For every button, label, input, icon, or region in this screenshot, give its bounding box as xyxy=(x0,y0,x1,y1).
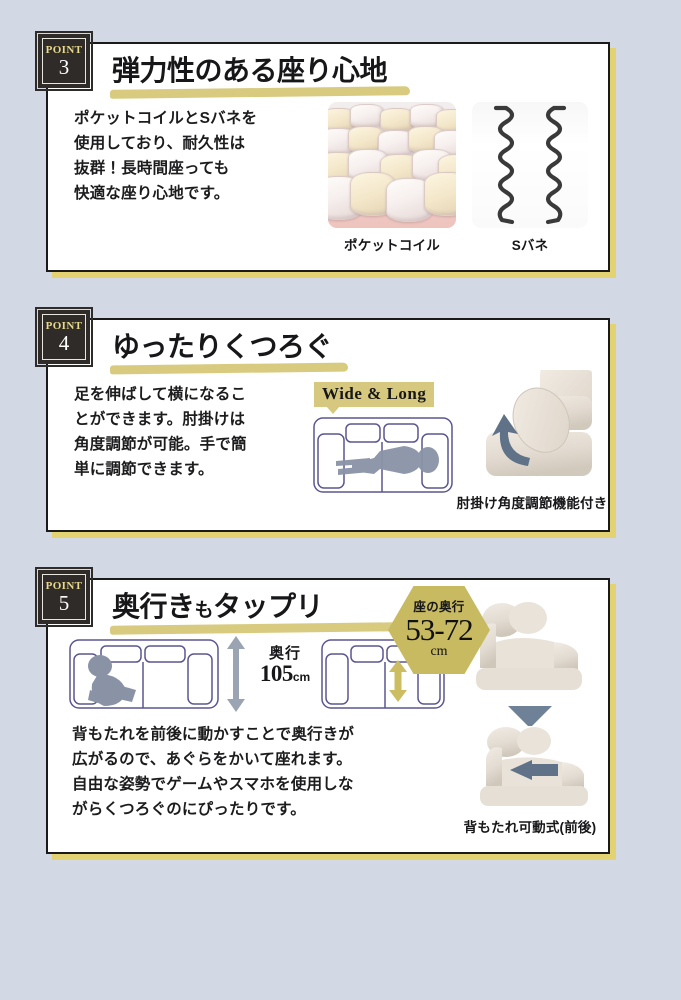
heading-underline-swash xyxy=(109,362,349,375)
s-spring-icon xyxy=(493,105,567,225)
heading-part-main: 奥行き xyxy=(112,591,195,622)
body-line: 角度調節が可能。手で簡 xyxy=(74,436,247,454)
hex-badge-title: 座の奥行 xyxy=(413,600,465,615)
wide-and-long-banner: Wide & Long xyxy=(314,382,435,414)
heading-part-tail: タップリ xyxy=(213,591,324,622)
point-heading-5: 奥行きもタップリ xyxy=(112,591,324,623)
body-line: 単に調節できます。 xyxy=(74,461,214,479)
sofa-top-view-depth-diagram xyxy=(320,638,446,710)
armrest-angle-photo xyxy=(468,370,596,486)
body-line: がらくつろぐのにぴったりです。 xyxy=(72,801,306,819)
seat-depth-hex-badge: 座の奥行 53-72 cm xyxy=(388,586,490,674)
point-badge-number: 3 xyxy=(58,54,70,79)
point-badge-4: POINT 4 xyxy=(35,307,93,367)
point-body-3: ポケットコイルとSバネを 使用しており、耐久性は 抜群！長時間座っても 快適な座… xyxy=(74,106,324,206)
point-card-3: POINT 3 弾力性のある座り心地 ポケットコイルとSバネを 使用しており、耐… xyxy=(35,31,610,272)
point-badge-word: POINT xyxy=(45,43,83,56)
point-badge-3: POINT 3 xyxy=(35,31,93,91)
sofa-side-reclined-photo xyxy=(462,594,598,704)
heading-part-small: も xyxy=(194,600,214,621)
hex-badge-unit: cm xyxy=(430,643,448,659)
point-badge-word: POINT xyxy=(45,579,83,592)
body-line: 足を伸ばして横になるこ xyxy=(74,386,247,403)
person-lying-silhouette xyxy=(336,446,439,475)
point-badge-number: 5 xyxy=(58,590,70,615)
down-triangle-icon xyxy=(508,706,552,728)
person-sitting-silhouette xyxy=(88,655,136,706)
point-badge-word: POINT xyxy=(45,319,83,332)
depth-double-arrow-icon xyxy=(227,636,245,712)
body-line: 広がるので、あぐらをかいて座れます。 xyxy=(72,751,352,769)
heading-underline-swash xyxy=(109,622,399,635)
pocket-coil-caption: ポケットコイル xyxy=(344,238,440,253)
body-line: 背もたれを前後に動かすことで奥行きが xyxy=(72,726,355,743)
point-card-5: POINT 5 奥行きもタップリ xyxy=(35,567,610,854)
point-heading-3: 弾力性のある座り心地 xyxy=(112,55,388,86)
sofa-top-view-lying-diagram xyxy=(312,416,454,494)
body-line: ポケットコイルとSバネを xyxy=(74,110,258,127)
point-body-4: 足を伸ばして横になるこ とができます。肘掛けは 角度調節が可能。手で簡 単に調節… xyxy=(74,382,314,482)
depth-label-word: 奥行 xyxy=(268,645,301,662)
body-line: 使用しており、耐久性は xyxy=(74,135,246,153)
backrest-movable-photo xyxy=(462,726,598,812)
body-line: 抜群！長時間座っても xyxy=(74,160,230,178)
point-heading-4: ゆったりくつろぐ xyxy=(112,331,333,362)
s-spring-photo xyxy=(472,102,588,228)
point-badge-5: POINT 5 xyxy=(35,567,93,627)
body-line: 快適な座り心地です。 xyxy=(74,185,230,203)
point-badge-number: 4 xyxy=(58,330,70,355)
sofa-top-view-sitting-diagram xyxy=(68,638,220,710)
armrest-angle-caption: 肘掛け角度調節機能付き xyxy=(456,496,608,511)
body-line: とができます。肘掛けは xyxy=(74,411,246,429)
backrest-movable-caption: 背もたれ可動式(前後) xyxy=(463,820,597,835)
point-body-5: 背もたれを前後に動かすことで奥行きが 広がるので、あぐらをかいて座れます。 自由… xyxy=(72,722,472,822)
hex-badge-value: 53-72 xyxy=(405,611,473,647)
heading-underline-swash xyxy=(109,86,411,99)
body-line: 自由な姿勢でゲームやスマホを使用しな xyxy=(72,776,354,794)
s-spring-caption: Sバネ xyxy=(511,238,549,253)
depth-measure-label: 奥行 105cm xyxy=(246,646,324,686)
depth-label-unit: cm xyxy=(292,669,311,684)
backrest-move-arrow-icon xyxy=(510,760,558,780)
point-card-4: POINT 4 ゆったりくつろぐ 足を伸ばして横になるこ とができます。肘掛けは… xyxy=(35,307,610,532)
depth-label-value: 105 xyxy=(259,660,294,686)
rotate-arrow-icon xyxy=(492,414,530,466)
seat-depth-arrow-icon xyxy=(389,660,407,702)
pocket-coil-photo xyxy=(328,102,456,228)
